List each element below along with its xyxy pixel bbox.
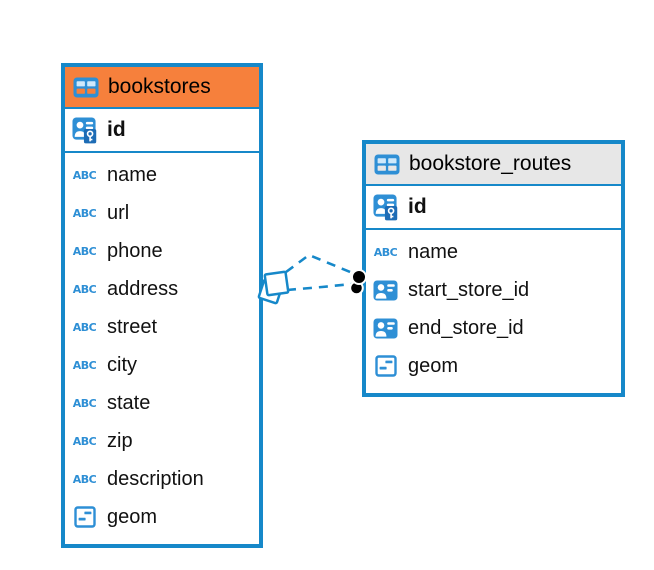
field-row-street[interactable]: ABC street [65,308,259,346]
text-type-icon: ABC [72,244,97,258]
field-label: description [107,467,204,490]
field-label: url [107,201,130,224]
person-ref-icon [372,280,399,301]
entity-bookstores-body: ABC name ABC url ABC phone ABC address A… [65,153,259,536]
table-icon [72,77,99,98]
text-type-icon: ABC [72,168,97,182]
entity-bookstores-header[interactable]: bookstores [65,67,259,109]
entity-bookstores[interactable]: bookstores id ABC [61,63,263,548]
object-type-icon [71,506,98,528]
entity-bookstore-routes-header[interactable]: bookstore_routes [366,144,621,186]
field-label: start_store_id [408,278,530,301]
relationship-line-upper[interactable] [285,253,356,276]
field-row-city[interactable]: ABC city [65,346,259,384]
field-row-geom[interactable]: geom [65,498,259,536]
field-row-name[interactable]: ABC name [366,233,621,271]
field-label: name [408,240,459,263]
person-key-icon [372,194,399,221]
field-label: end_store_id [408,316,524,339]
person-ref-icon [372,318,399,339]
field-row-url[interactable]: ABC url [65,194,259,232]
field-row-address[interactable]: ABC address [65,270,259,308]
text-type-icon: ABC [72,434,97,448]
object-type-icon [372,355,399,377]
field-row-state[interactable]: ABC state [65,384,259,422]
pk-row-routes-id[interactable]: id [366,186,621,230]
text-type-icon: ABC [72,358,97,372]
field-row-zip[interactable]: ABC zip [65,422,259,460]
entity-bookstore-routes[interactable]: bookstore_routes id ABC [362,140,625,397]
field-row-end-store-id[interactable]: end_store_id [366,309,621,347]
text-type-icon: ABC [72,282,97,296]
entity-routes-body: ABC name start_store_id [366,230,621,385]
pk-field-label: id [107,118,126,141]
field-label: geom [107,505,158,528]
pk-field-label: id [408,195,427,218]
entity-title: bookstores [108,75,211,98]
text-type-icon: ABC [72,206,97,220]
field-row-description[interactable]: ABC description [65,460,259,498]
relationship-line-lower[interactable] [286,282,353,292]
field-label: street [107,315,158,338]
field-row-name[interactable]: ABC name [65,156,259,194]
pk-row-bookstores-id[interactable]: id [65,109,259,153]
text-type-icon: ABC [373,245,398,259]
field-row-phone[interactable]: ABC phone [65,232,259,270]
text-type-icon: ABC [72,396,97,410]
field-label: name [107,163,158,186]
relationship-diamond-marker-front[interactable] [263,270,290,297]
field-label: phone [107,239,163,262]
field-row-geom[interactable]: geom [366,347,621,385]
field-row-start-store-id[interactable]: start_store_id [366,271,621,309]
entity-title: bookstore_routes [409,152,572,175]
field-label: state [107,391,151,414]
field-label: city [107,353,137,376]
field-label: address [107,277,179,300]
relationship-dot-marker-lower[interactable] [349,280,364,296]
text-type-icon: ABC [72,472,97,486]
person-key-icon [71,117,98,144]
table-icon [373,154,400,175]
field-label: geom [408,354,459,377]
text-type-icon: ABC [72,320,97,334]
field-label: zip [107,429,133,452]
